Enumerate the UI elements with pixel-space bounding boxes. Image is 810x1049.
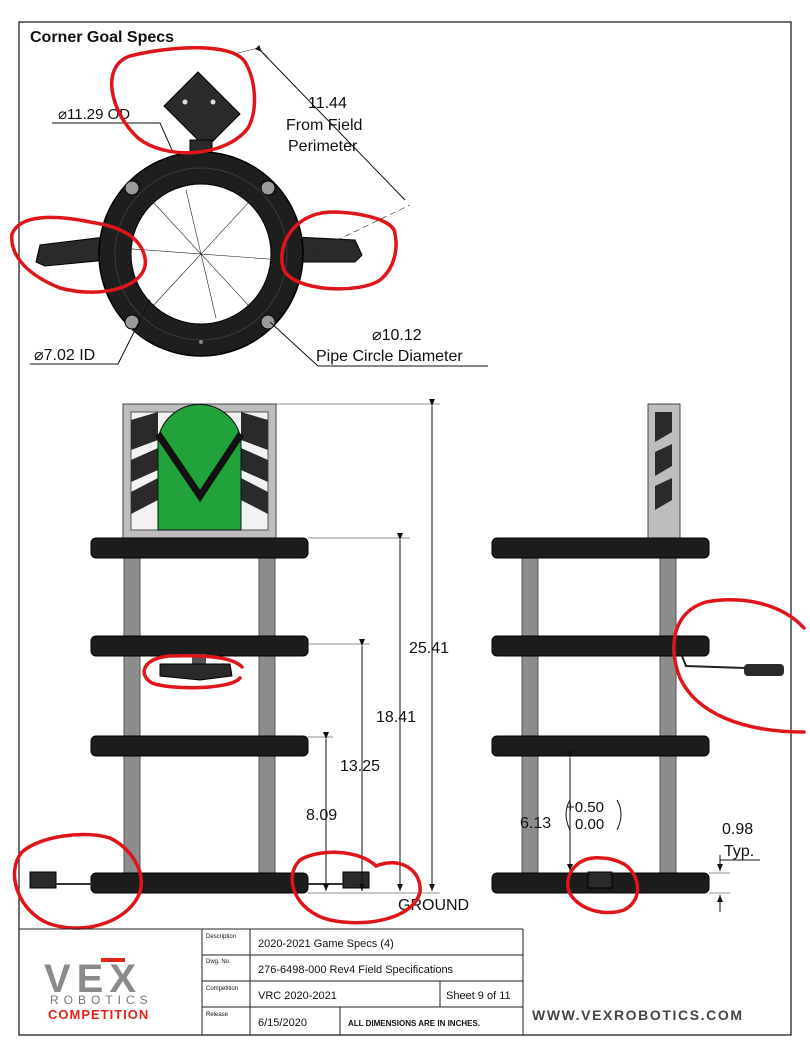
left-pole (123, 555, 141, 879)
id-dimension: ⌀7.02 ID (34, 347, 95, 364)
competition-label: Competition (206, 986, 238, 992)
top-view-dimensions: ⌀11.29 OD 11.44 From Field Perimeter ⌀7.… (30, 44, 488, 367)
units-note: ALL DIMENSIONS ARE IN INCHES. (348, 1019, 480, 1028)
competition-value: VRC 2020-2021 (258, 990, 337, 1002)
plate-top (90, 537, 309, 559)
vex-logo: VEX ROBOTICS COMPETITION (44, 957, 153, 1022)
right-arm (295, 236, 363, 263)
goal-top-view (35, 71, 363, 357)
plate-2 (90, 735, 309, 757)
height-2: 13.25 (340, 758, 380, 775)
release-label: Release (206, 1012, 229, 1018)
side-gap-value: 6.13 (520, 815, 551, 832)
tolerance-plus: +0.50 (566, 799, 604, 816)
red-annotations (10, 46, 806, 930)
corner-bracket (163, 71, 241, 149)
dwg-value: 276-6498-000 Rev4 Field Specifications (258, 964, 454, 976)
goal-front-view (29, 403, 370, 894)
plate-3 (90, 635, 309, 657)
pipe-label: Pipe Circle Diameter (316, 348, 463, 365)
title-block: Description 2020-2021 Game Specs (4) Dwg… (19, 928, 744, 1035)
page-title: Corner Goal Specs (30, 29, 174, 46)
perimeter-line2: Perimeter (288, 138, 358, 155)
right-pole (258, 555, 276, 879)
side-view-dimensions: 6.13 +0.50 0.00 0.98 Typ. (520, 751, 760, 912)
left-arm (35, 236, 108, 267)
dwg-label: Dwg. No. (206, 959, 231, 965)
plate-1 (90, 872, 309, 894)
height-3: 18.41 (376, 709, 416, 726)
release-value: 6/15/2020 (258, 1017, 307, 1029)
tolerance-minus: 0.00 (575, 816, 604, 833)
height-1: 8.09 (306, 807, 337, 824)
perimeter-value: 11.44 (308, 95, 347, 112)
logo-robotics: ROBOTICS (50, 993, 153, 1007)
description-label: Description (206, 934, 236, 940)
website: WWW.VEXROBOTICS.COM (532, 1007, 744, 1023)
typ-value: 0.98 (722, 821, 753, 838)
description-value: 2020-2021 Game Specs (4) (258, 938, 394, 950)
perimeter-line1: From Field (286, 117, 362, 134)
goal-side-view (491, 403, 784, 894)
pipe-value: ⌀10.12 (372, 327, 422, 344)
goal-green-panel (157, 404, 242, 531)
sheet-border (18, 21, 792, 1036)
typ-label: Typ. (724, 843, 754, 860)
height-total: 25.41 (409, 640, 449, 657)
logo-competition: COMPETITION (48, 1007, 149, 1022)
logo-brand: VEX (44, 957, 142, 1001)
front-view-dimensions: 25.41 18.41 13.25 8.09 GROUND (276, 399, 469, 914)
ground-label: GROUND (398, 897, 469, 914)
od-dimension: ⌀11.29 OD (58, 106, 130, 123)
sheet-number: Sheet 9 of 11 (446, 990, 511, 1002)
